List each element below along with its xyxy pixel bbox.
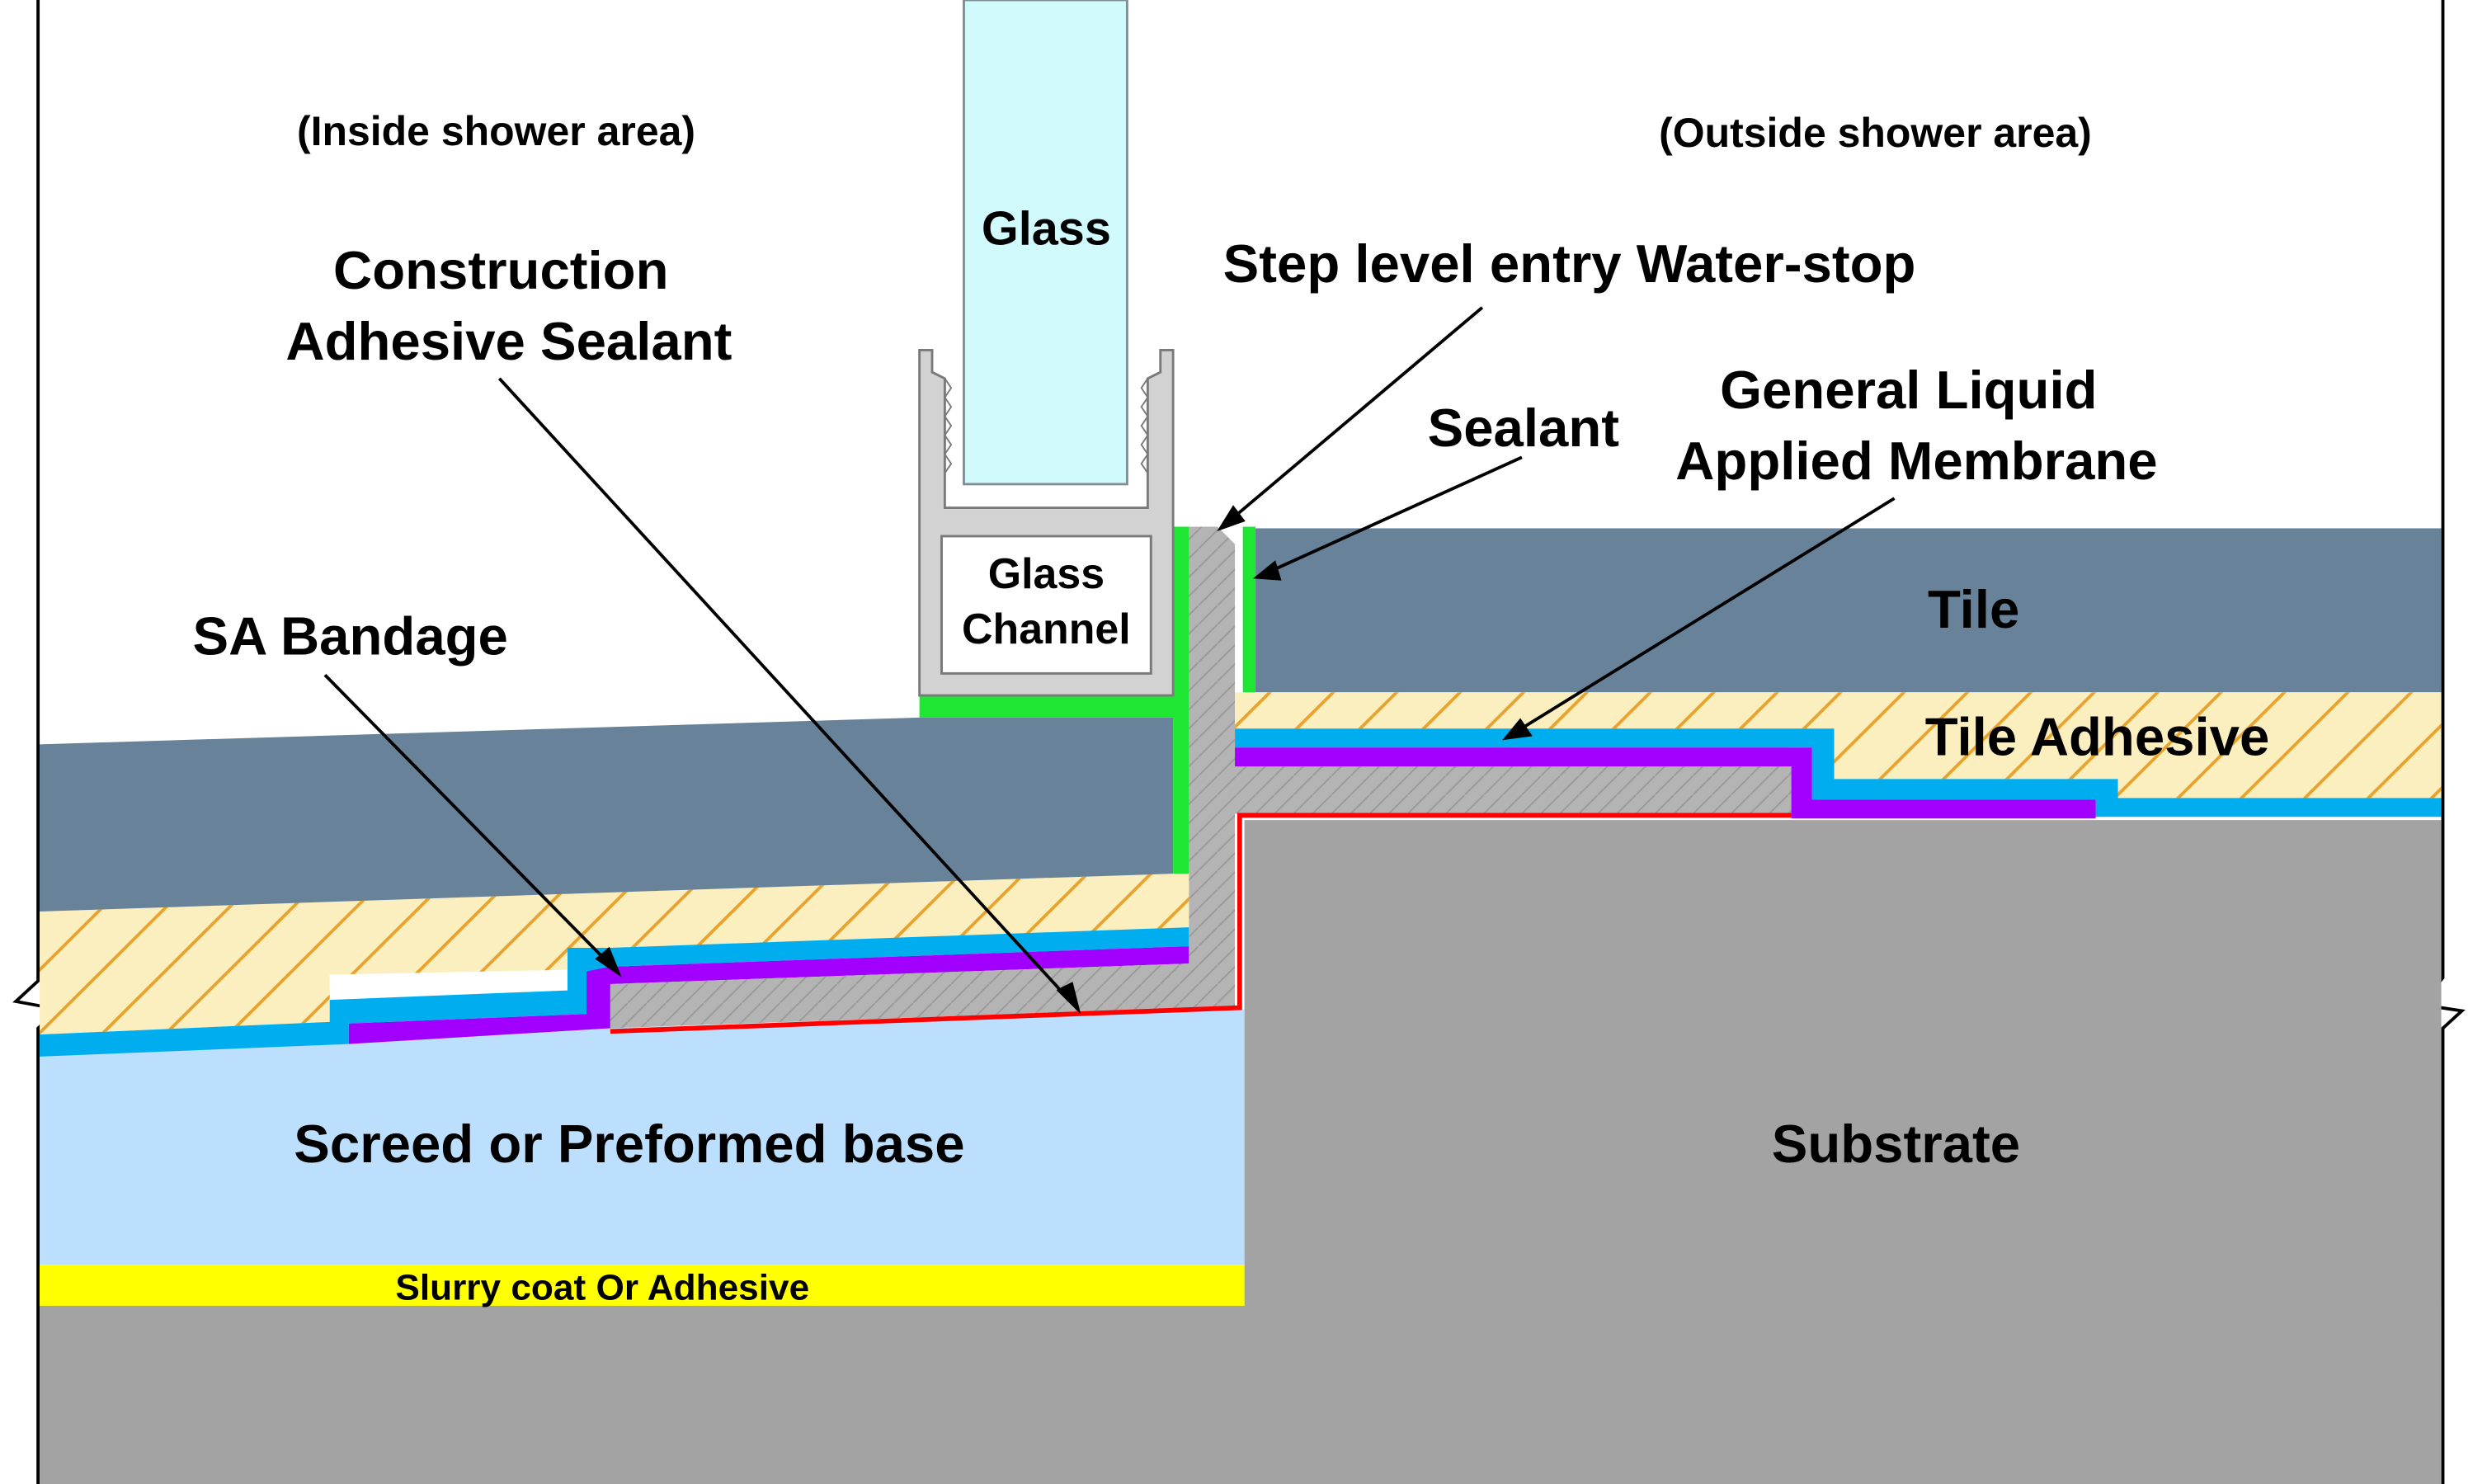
sa-bandage-label: SA Bandage [193,606,508,667]
sealant-glass-channel [919,526,1189,874]
membrane-label-line2: Applied Membrane [1675,431,2157,491]
construction-adhesive-line [610,813,1792,1034]
sa-bandage-inside [348,946,1189,1044]
leader-lines [323,306,1896,1015]
slurry-label: Slurry coat Or Adhesive [395,1267,809,1307]
sealant-label: Sealant [1428,398,1619,458]
glass-label: Glass [982,202,1111,255]
tile-label: Tile [1928,579,2019,639]
water-stop-label: Step level entry Water-stop [1223,233,1916,294]
screed-label: Screed or Preformed base [294,1114,964,1174]
glass-channel-label-line2: Channel [962,605,1131,652]
membrane-outside [1235,728,2442,817]
inside-area-label: (Inside shower area) [297,108,695,154]
construction-adhesive-label-line1: Construction [333,240,668,300]
water-stop [610,526,1807,1029]
sealant-outside [1242,526,1256,693]
slurry-coat-layer [40,1265,1245,1306]
tile-adhesive-label: Tile Adhesive [1925,707,2270,767]
glass-channel-label-line1: Glass [988,549,1105,597]
frame-left-border [12,0,63,1484]
membrane-label-line1: General Liquid [1720,360,2097,420]
glass-panel [963,0,1128,486]
tile-inside [40,717,1174,912]
tile-outside [1255,528,2442,693]
substrate-label: Substrate [1772,1114,2020,1174]
construction-adhesive-label-line2: Adhesive Sealant [285,311,732,371]
outside-area-label: (Outside shower area) [1659,110,2092,156]
sa-bandage-outside [1235,747,2096,819]
substrate-raised [1244,820,2442,1484]
screed-layer [40,1009,1245,1265]
membrane-inside [40,927,1189,1057]
